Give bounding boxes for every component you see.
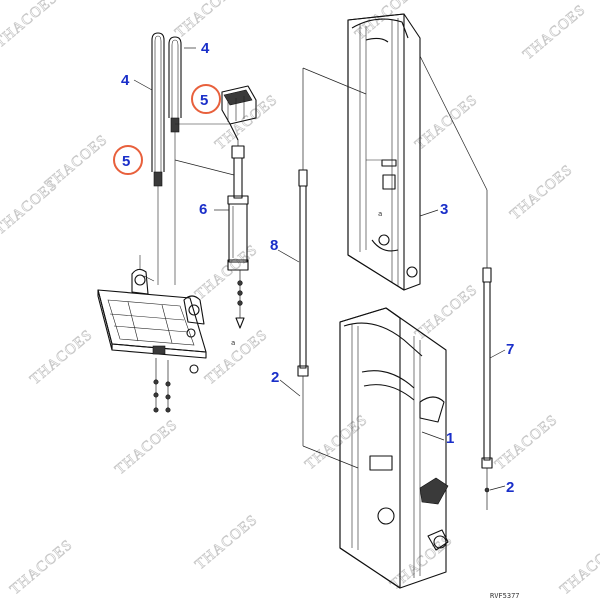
lift-cylinder: a: [174, 140, 249, 347]
roller-block: [175, 85, 257, 141]
code-a: a: [231, 339, 235, 347]
callout-4-left[interactable]: 4: [121, 72, 130, 89]
watermark: THACOES: [7, 537, 76, 598]
callout-4-upper[interactable]: 4: [201, 40, 210, 57]
callout-2-left[interactable]: 2: [271, 369, 279, 386]
watermark: THACOES: [27, 327, 96, 388]
watermark: THACOES: [0, 177, 61, 238]
drawing-code: RVF5377: [490, 592, 520, 600]
callout-6[interactable]: 6: [199, 201, 207, 218]
watermark: THACOES: [112, 417, 181, 478]
watermark: THACOES: [172, 0, 241, 41]
watermark: THACOES: [0, 0, 61, 51]
watermark: THACOES: [302, 412, 371, 473]
callout-1[interactable]: 1: [446, 430, 454, 447]
callout-3[interactable]: 3: [440, 201, 448, 218]
watermark: THACOES: [557, 537, 600, 598]
code-a: a: [378, 210, 382, 218]
callouts: 4 4 5 5 6 8 3 2 7 1 2: [121, 40, 514, 496]
callout-8[interactable]: 8: [270, 237, 278, 254]
watermark: THACOES: [507, 162, 576, 223]
outer-mast: a: [347, 13, 439, 291]
watermark: THACOES: [492, 412, 561, 473]
watermark: THACOES: [412, 92, 481, 153]
carriage: [97, 255, 207, 413]
watermark: THACOES: [202, 327, 271, 388]
watermark: THACOES: [520, 2, 589, 63]
watermark: THACOES: [192, 512, 261, 573]
inner-mast: [339, 307, 449, 589]
callout-7[interactable]: 7: [506, 341, 514, 358]
callout-5-bolt[interactable]: 5: [122, 153, 130, 170]
cylinder-right: [419, 55, 506, 510]
watermark: THACOES: [192, 242, 261, 303]
callout-2-right[interactable]: 2: [506, 479, 514, 496]
highlight-ring: [191, 84, 221, 114]
leader-lines: [133, 47, 301, 397]
watermark: THACOES: [352, 0, 421, 43]
highlight-ring: [113, 145, 143, 175]
lift-chains: [151, 32, 182, 285]
callout-5-block[interactable]: 5: [200, 92, 208, 109]
cylinder-left: [277, 67, 367, 469]
